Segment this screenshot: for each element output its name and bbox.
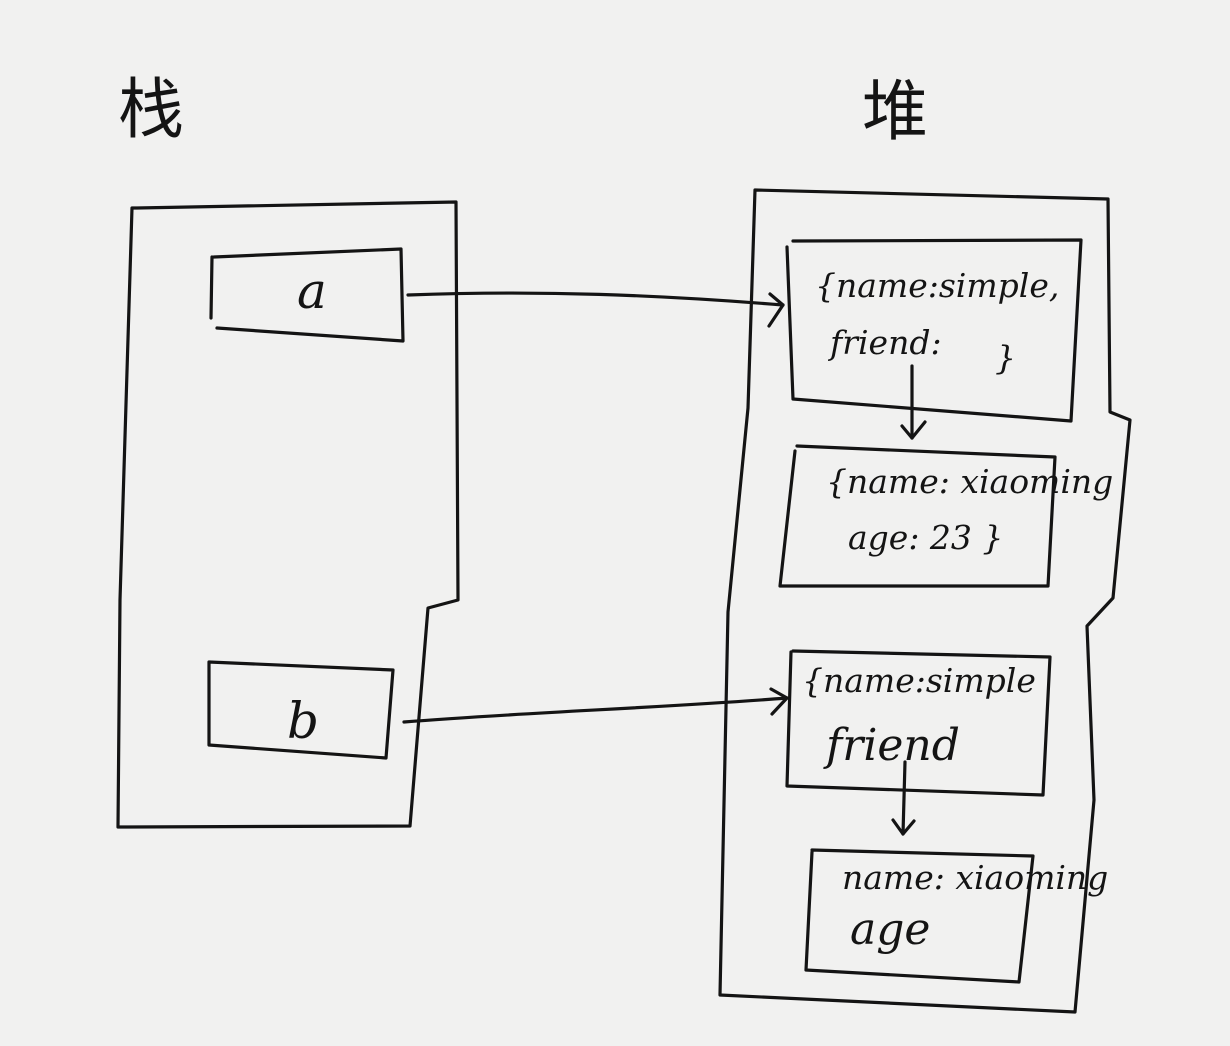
arrowhead-object-1-icon: [767, 292, 785, 328]
stack-var-b: b: [287, 692, 319, 750]
heap-object-4-line2: age: [850, 904, 930, 955]
stack-var-a: a: [297, 262, 327, 320]
heap-object-1-close: }: [995, 338, 1016, 377]
heap-object-4-line1: name: xiaoming: [842, 858, 1108, 897]
arrowhead-object-3-icon: [769, 687, 789, 716]
arrow-b-to-object-3: [402, 696, 789, 724]
stack-var-box-b: [207, 660, 395, 760]
arrow-a-to-object-1: [406, 291, 785, 307]
heap-object-1-line2: friend:: [827, 323, 942, 362]
arrow-friend-to-object-4: [901, 760, 907, 836]
stack-var-box-a: [209, 247, 405, 343]
arrowhead-object-4-icon: [891, 818, 916, 836]
heap-container: [718, 188, 1132, 1014]
heap-object-3-line1: {name:simple: [802, 661, 1036, 700]
heap-object-1-line1: {name:simple,: [815, 266, 1059, 305]
heap-object-3-line2: friend: [823, 720, 960, 771]
heap-object-2-line1: {name: xiaoming: [826, 462, 1113, 501]
heap-object-box-1: [785, 238, 1083, 423]
stack-container: [116, 200, 460, 829]
heap-object-box-2: [778, 444, 1057, 588]
heap-object-box-3: [785, 649, 1052, 797]
heap-title: 堆: [862, 73, 928, 150]
heap-object-box-4: [804, 848, 1035, 984]
stack-title: 栈: [118, 71, 184, 148]
arrowhead-object-2-icon: [900, 420, 927, 440]
heap-object-2-line2: age: 23 }: [848, 518, 1003, 557]
